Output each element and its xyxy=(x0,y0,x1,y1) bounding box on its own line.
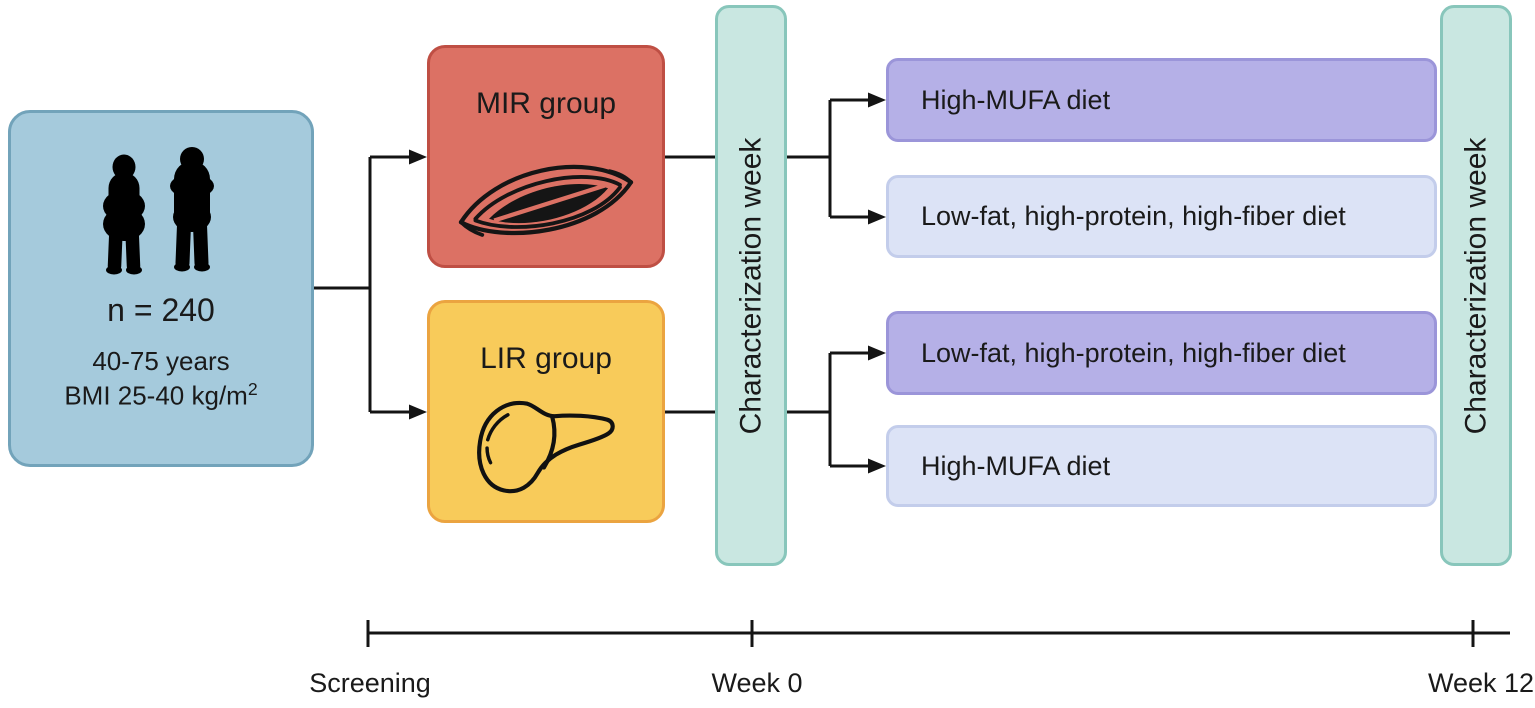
bmi-range: BMI 25-40 kg/m xyxy=(64,380,248,411)
mir-diet-box-low-fat: Low-fat, high-protein, high-fiber diet xyxy=(886,175,1437,258)
mir-group-box: MIR group xyxy=(427,45,665,268)
population-count: n = 240 xyxy=(107,292,215,328)
population-criteria: 40-75 years BMI 25-40 kg/m2 xyxy=(64,345,257,413)
timeline-label-week0: Week 0 xyxy=(711,668,803,698)
characterization-week-label: Characterization week xyxy=(1459,137,1492,434)
age-range: 40-75 years xyxy=(92,346,230,376)
liver-icon xyxy=(477,400,615,494)
diet-label: Low-fat, high-protein, high-fiber diet xyxy=(921,337,1346,368)
lir-group-box: LIR group xyxy=(427,300,665,523)
lir-diet-box-low-fat: Low-fat, high-protein, high-fiber diet xyxy=(886,311,1437,395)
diet-label: Low-fat, high-protein, high-fiber diet xyxy=(921,201,1346,231)
lir-group-label: LIR group xyxy=(480,342,612,375)
mir-diet-box-high-mufa: High-MUFA diet xyxy=(886,58,1437,142)
muscle-icon xyxy=(458,164,634,237)
diet-label: High-MUFA diet xyxy=(921,84,1111,115)
bmi-superscript: 2 xyxy=(247,379,258,400)
characterization-week-bar-week0: Characterization week xyxy=(715,5,787,566)
timeline-label-screening: Screening xyxy=(309,668,431,698)
people-silhouettes-icon xyxy=(103,147,214,275)
mir-group-label: MIR group xyxy=(475,87,617,120)
diet-label: High-MUFA diet xyxy=(921,450,1111,481)
lir-diet-box-high-mufa: High-MUFA diet xyxy=(886,425,1437,507)
timeline-label-week12: Week 12 xyxy=(1427,668,1535,698)
characterization-week-bar-week12: Characterization week xyxy=(1440,5,1512,566)
characterization-week-label: Characterization week xyxy=(734,137,767,434)
population-box: n = 240 40-75 years BMI 25-40 kg/m2 xyxy=(8,110,314,467)
